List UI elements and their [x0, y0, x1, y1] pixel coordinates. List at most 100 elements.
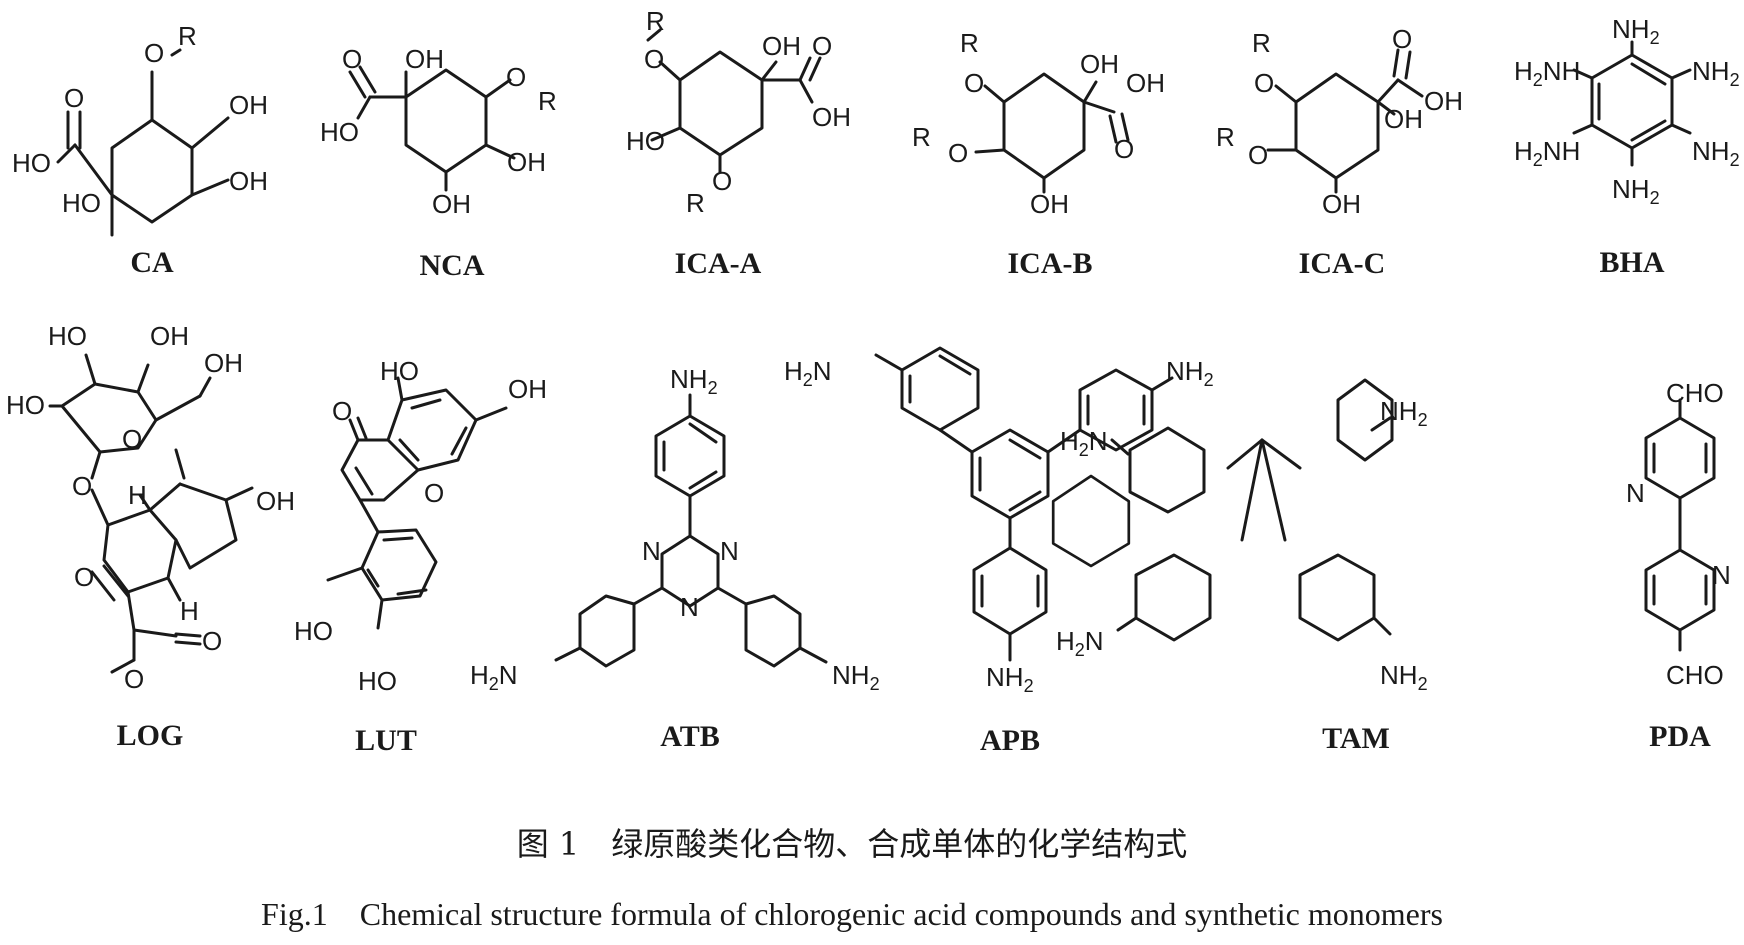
atom-label: H2N: [1060, 426, 1108, 460]
atom-label: O: [342, 44, 362, 74]
atom-label: OH: [1384, 104, 1423, 134]
atom-label: O: [122, 424, 142, 454]
structure-ica-c: R O O OH OH R O OH ICA-C: [1216, 24, 1463, 280]
compound-name: ATB: [660, 720, 719, 753]
structure-ica-a: R O OH O OH HO O R ICA-A: [626, 6, 851, 280]
atom-label: N: [720, 536, 739, 566]
atom-label: NH2: [1380, 396, 1428, 430]
atom-label: O: [948, 138, 968, 168]
atom-label: OH: [1424, 86, 1463, 116]
structure-pda: CHO N N CHO PDA: [1626, 378, 1731, 753]
atom-label: O: [74, 562, 94, 592]
compound-name: PDA: [1649, 720, 1711, 753]
atom-label: R: [646, 6, 665, 36]
atom-label: OH: [204, 348, 243, 378]
caption-zh: 图 1 绿原酸类化合物、合成单体的化学结构式: [517, 825, 1188, 863]
atom-label: NH2: [670, 364, 718, 398]
atom-label: OH: [508, 374, 547, 404]
atom-label: R: [1216, 122, 1235, 152]
atom-label: O: [644, 44, 664, 74]
compound-name: NCA: [420, 249, 485, 282]
compound-name: LOG: [117, 719, 184, 752]
atom-label: OH: [256, 486, 295, 516]
atom-label: N: [642, 536, 661, 566]
atom-label: HO: [62, 188, 101, 218]
atom-label: OH: [812, 102, 851, 132]
atom-label: O: [712, 166, 732, 196]
compound-name: ICA-C: [1299, 247, 1386, 280]
atom-label: HO: [294, 616, 333, 646]
atom-label: O: [72, 471, 92, 501]
compound-name: APB: [980, 724, 1040, 757]
atom-label: R: [538, 86, 557, 116]
caption-en: Fig.1 Chemical structure formula of chlo…: [261, 896, 1443, 932]
atom-label: O: [1248, 140, 1268, 170]
compound-name: BHA: [1599, 246, 1664, 279]
compound-name: ICA-B: [1007, 247, 1092, 280]
atom-label: O: [1392, 24, 1412, 54]
atom-label: H: [128, 480, 147, 510]
atom-label: OH: [1080, 49, 1119, 79]
atom-label: OH: [405, 44, 444, 74]
atom-label: N: [1712, 560, 1731, 590]
atom-label: H2NH: [1514, 56, 1580, 90]
atom-label: O: [506, 62, 526, 92]
atom-label: N: [1626, 478, 1645, 508]
compound-name: CA: [130, 246, 174, 279]
atom-label: OH: [1126, 68, 1165, 98]
atom-label: H2N: [470, 660, 518, 694]
compound-name: LUT: [355, 724, 417, 757]
atom-label: CHO: [1666, 660, 1724, 690]
atom-label: R: [912, 122, 931, 152]
atom-label: NH2: [986, 662, 1034, 696]
structure-tam: NH2 H2N H2N NH2 TAM: [1051, 378, 1428, 755]
atom-label: O: [964, 68, 984, 98]
atom-label: R: [960, 28, 979, 58]
compound-name: ICA-A: [675, 247, 762, 280]
atom-label: HO: [358, 666, 397, 696]
atom-label: O: [1114, 134, 1134, 164]
structure-log: HO OH OH HO O O H OH O H O O LOG: [6, 321, 295, 752]
atom-label: NH2: [1692, 136, 1740, 170]
structure-atb: NH2 N N N H2N NH2 ATB: [470, 364, 880, 753]
atom-label: NH2: [1612, 174, 1660, 208]
atom-label: HO: [320, 117, 359, 147]
atom-label: NH2: [1380, 660, 1428, 694]
atom-label: OH: [432, 189, 471, 219]
atom-label: HO: [48, 321, 87, 351]
atom-label: O: [202, 626, 222, 656]
atom-label: H2NH: [1514, 136, 1580, 170]
atom-label: R: [178, 21, 197, 51]
atom-label: O: [64, 83, 84, 113]
atom-label: OH: [229, 166, 268, 196]
structure-bha: NH2 H2NH NH2 H2NH NH2 NH2 BHA: [1514, 14, 1740, 279]
atom-label: H: [180, 596, 199, 626]
structure-nca: OH O R O HO OH OH NCA: [320, 44, 557, 282]
atom-label: HO: [626, 126, 665, 156]
atom-label: O: [1254, 68, 1274, 98]
atom-label: HO: [12, 148, 51, 178]
atom-label: HO: [380, 356, 419, 386]
atom-label: H2N: [784, 356, 832, 390]
atom-label: OH: [229, 90, 268, 120]
atom-label: NH2: [832, 660, 880, 694]
atom-label: CHO: [1666, 378, 1724, 408]
atom-label: NH2: [1612, 14, 1660, 48]
structure-ica-b: R O OH OH O R O OH ICA-B: [912, 28, 1165, 280]
compound-name: TAM: [1322, 722, 1390, 755]
atom-label: HO: [6, 390, 45, 420]
atom-label: OH: [1322, 189, 1361, 219]
atom-label: OH: [1030, 189, 1069, 219]
structure-ca: R O OH OH O HO HO CA: [12, 21, 268, 279]
atom-label: NH2: [1692, 56, 1740, 90]
atom-label: O: [124, 664, 144, 694]
structure-apb: H2N NH2 NH2 APB: [784, 346, 1214, 757]
atom-label: N: [680, 592, 699, 622]
atom-label: OH: [762, 31, 801, 61]
atom-label: O: [424, 478, 444, 508]
atom-label: O: [332, 396, 352, 426]
atom-label: R: [686, 188, 705, 218]
structure-lut: HO OH O O HO HO LUT: [294, 356, 547, 757]
atom-label: OH: [507, 147, 546, 177]
